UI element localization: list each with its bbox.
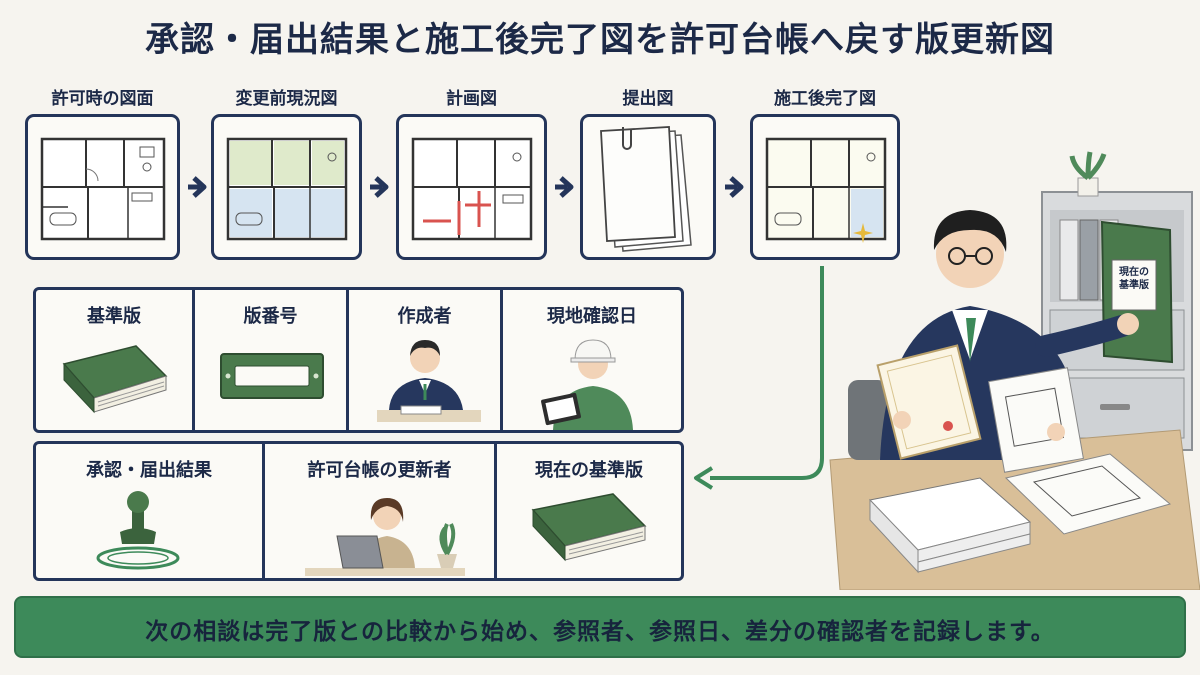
worker-clipboard-icon (541, 339, 633, 430)
field-ledger-updater[interactable]: 許可台帳の更新者 (262, 444, 494, 578)
office-scene: 現在の基準版 (820, 130, 1200, 594)
step-card-permit-drawing[interactable] (25, 114, 180, 260)
nameplate-icon (220, 353, 324, 399)
field-current-baseline[interactable]: 現在の基準版 (494, 444, 681, 578)
arrow-right-icon (725, 176, 744, 198)
record-panel-top: 基準版 版番号 作成者 現地確認日 (33, 287, 684, 433)
step-card-completion-drawing[interactable] (750, 114, 900, 260)
paper-stack-icon (600, 126, 692, 252)
floor-plan-colored-icon (226, 137, 348, 241)
field-baseline-version[interactable]: 基準版 (36, 290, 192, 430)
person-writing-icon (377, 340, 481, 422)
green-binder-icon (62, 345, 168, 414)
footer-banner: 次の相談は完了版との比較から始め、参照者、参照日、差分の確認者を記録します。 (14, 596, 1186, 658)
binder-spine-label: 現在の基準版 (1119, 267, 1149, 291)
stamp-icon (96, 491, 180, 570)
page-title: 承認・届出結果と施工後完了図を許可台帳へ戻す版更新図 (145, 20, 1055, 60)
field-approval-result[interactable]: 承認・届出結果 (36, 444, 262, 578)
arrow-right-icon (370, 176, 389, 198)
arrow-right-icon (188, 176, 207, 198)
person-laptop-icon (305, 498, 465, 576)
field-site-check-date[interactable]: 現地確認日 (500, 290, 681, 430)
arrow-right-icon (555, 176, 574, 198)
field-version-number[interactable]: 版番号 (192, 290, 346, 430)
step-card-plan-drawing[interactable] (396, 114, 547, 260)
floor-plan-complete-icon (765, 137, 887, 243)
green-binder-icon (531, 493, 647, 562)
step-label-submitted-drawing: 提出図 (622, 89, 674, 109)
step-card-submitted-drawing[interactable] (580, 114, 716, 260)
sparkle-icon (853, 223, 873, 243)
footer-text: 次の相談は完了版との比較から始め、参照者、参照日、差分の確認者を記録します。 (145, 619, 1055, 645)
field-author[interactable]: 作成者 (346, 290, 500, 430)
return-arrow (694, 266, 824, 490)
step-label-pre-change-drawing: 変更前現況図 (235, 89, 338, 109)
official-at-desk-illustration (829, 151, 1200, 591)
floor-plan-marked-icon (411, 137, 533, 241)
floor-plan-icon (40, 137, 166, 241)
record-panel-bottom: 承認・届出結果 許可台帳の更新者 現在の基準版 (33, 441, 684, 581)
step-label-completion-drawing: 施工後完了図 (774, 89, 876, 109)
step-label-permit-drawing: 許可時の図面 (51, 89, 154, 109)
step-label-plan-drawing: 計画図 (446, 89, 497, 109)
step-card-pre-change-drawing[interactable] (211, 114, 362, 260)
